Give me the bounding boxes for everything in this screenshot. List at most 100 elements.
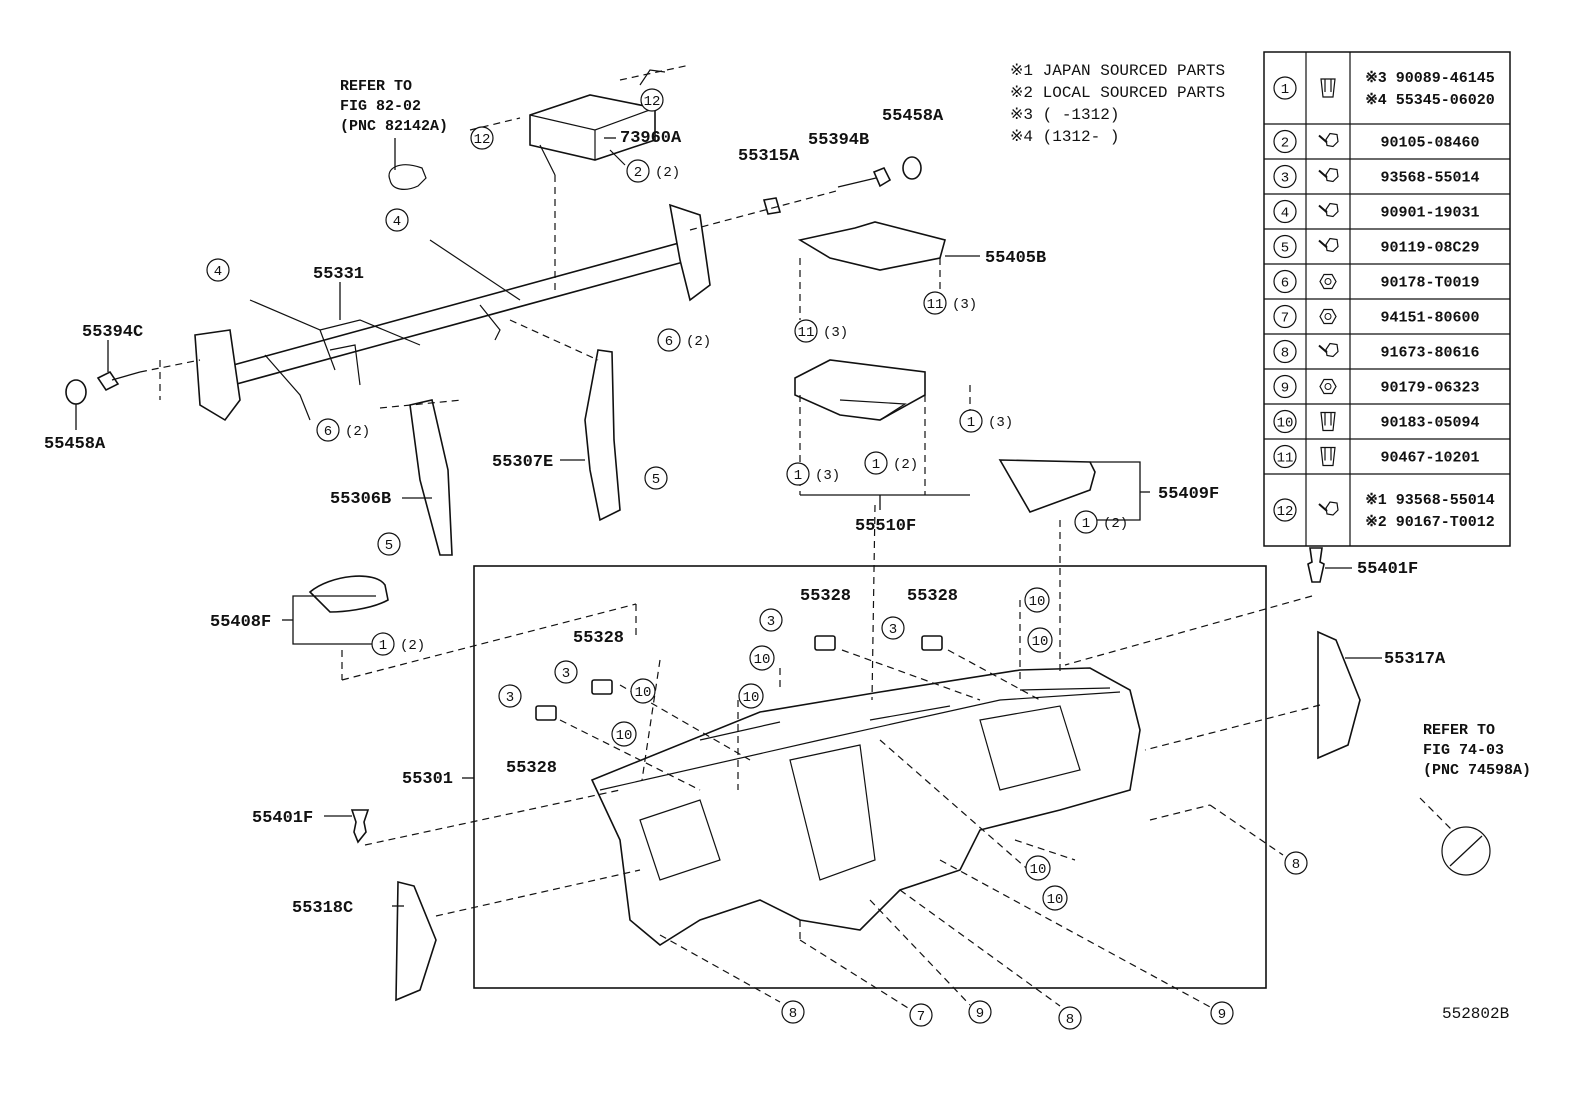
svg-text:(2): (2)	[1103, 516, 1128, 532]
table-callout-number: 6	[1281, 276, 1289, 292]
table-part-number: 90901-19031	[1380, 205, 1479, 222]
clip-icon	[1320, 446, 1336, 467]
table-part-number: ※2 90167-T0012	[1365, 514, 1495, 531]
table-part-number: 91673-80616	[1380, 345, 1479, 362]
note-1: ※1 JAPAN SOURCED PARTS	[1010, 62, 1225, 80]
clip-icon	[1320, 78, 1336, 98]
svg-text:8: 8	[1066, 1012, 1074, 1028]
callout-3[interactable]: 3	[759, 608, 783, 632]
callout-10[interactable]: 10	[738, 683, 764, 709]
svg-text:(3): (3)	[815, 468, 840, 484]
label-55328-a[interactable]: 55328	[573, 629, 624, 648]
svg-text:6: 6	[324, 424, 332, 440]
callout-10[interactable]: 10	[1027, 627, 1053, 653]
label-55301[interactable]: 55301	[402, 770, 453, 789]
callout-2[interactable]: 2(2)	[626, 159, 680, 183]
reference-fig-82-02[interactable]: REFER TO FIG 82-02 (PNC 82142A)	[340, 78, 448, 190]
label-55328-c[interactable]: 55328	[907, 587, 958, 606]
callout-1[interactable]: 1(2)	[371, 632, 425, 656]
table-part-number: 90178-T0019	[1380, 275, 1479, 292]
callout-1[interactable]: 1 (2)	[1074, 510, 1128, 534]
label-55401F-right[interactable]: 55401F	[1357, 560, 1418, 579]
callout-12[interactable]: 12	[640, 88, 664, 112]
table-callout-number: 5	[1281, 241, 1289, 257]
callout-5[interactable]: 5	[377, 532, 401, 556]
callout-7[interactable]: 7	[909, 1003, 933, 1027]
svg-text:1: 1	[794, 468, 802, 484]
callout-8[interactable]: 8	[1284, 851, 1308, 875]
table-callout-number: 3	[1281, 171, 1289, 187]
label-55307E[interactable]: 55307E	[492, 453, 553, 472]
label-55306B[interactable]: 55306B	[330, 490, 391, 509]
callout-5[interactable]: 5	[644, 466, 668, 490]
svg-text:11: 11	[798, 325, 815, 341]
callout-10[interactable]: 10	[630, 678, 656, 704]
leader-lines	[139, 64, 1453, 1009]
clip-55401F-left	[350, 809, 370, 844]
callout-10[interactable]: 10	[1042, 885, 1068, 911]
reference-fig-74-03[interactable]: REFER TO FIG 74-03 (PNC 74598A)	[1423, 722, 1531, 876]
svg-text:1: 1	[872, 457, 880, 473]
callout-1[interactable]: 1(2)	[864, 451, 918, 475]
callout-11[interactable]: 11(3)	[794, 319, 848, 343]
label-73960A[interactable]: 73960A	[620, 129, 682, 148]
callout-8[interactable]: 8	[1058, 1006, 1082, 1030]
label-55331[interactable]: 55331	[313, 265, 364, 284]
label-55408F[interactable]: 55408F	[210, 613, 271, 632]
callout-12[interactable]: 12	[470, 126, 494, 150]
label-55510F[interactable]: 55510F	[855, 517, 916, 536]
label-55317A[interactable]: 55317A	[1384, 650, 1446, 669]
side-panel-55318C	[395, 880, 437, 1002]
callout-4[interactable]: 4	[385, 208, 409, 232]
clip-55315A	[762, 197, 782, 215]
callout-8[interactable]: 8	[781, 1000, 805, 1024]
label-55394C[interactable]: 55394C	[82, 323, 143, 342]
callout-11[interactable]: 11(3)	[923, 291, 977, 315]
label-55458A-left[interactable]: 55458A	[44, 435, 106, 454]
label-55328-d[interactable]: 55328	[506, 759, 557, 778]
callouts: 12 12 2(2) 4 4 6(2) 6(2) 5 5 11(3) 11(3)…	[206, 88, 1308, 1030]
duct-55510F	[794, 359, 926, 421]
label-55458A-top[interactable]: 55458A	[882, 107, 944, 126]
svg-text:12: 12	[644, 94, 661, 110]
callout-1[interactable]: 1 (3)	[786, 462, 840, 486]
bolt-icon	[1318, 167, 1339, 183]
callout-4[interactable]: 4	[206, 258, 230, 282]
label-55405B[interactable]: 55405B	[985, 249, 1046, 268]
callout-10[interactable]: 10	[1025, 855, 1051, 881]
instrument-panel-55301	[590, 667, 1141, 946]
svg-text:1: 1	[379, 638, 387, 654]
callout-9[interactable]: 9	[1210, 1001, 1234, 1025]
cover-55405B	[797, 221, 946, 271]
clip-55401F-right	[1307, 547, 1325, 583]
label-55328-b[interactable]: 55328	[800, 587, 851, 606]
label-55401F-left[interactable]: 55401F	[252, 809, 313, 828]
callout-6[interactable]: 6(2)	[316, 418, 370, 442]
callout-10[interactable]: 10	[749, 645, 775, 671]
ref1-line3: (PNC 82142A)	[340, 118, 448, 135]
callout-9[interactable]: 9	[968, 1000, 992, 1024]
callout-3[interactable]: 3	[498, 684, 522, 708]
callout-10[interactable]: 10	[1024, 587, 1050, 613]
bolt-icon	[1318, 501, 1339, 516]
callout-1[interactable]: 1(3)	[959, 409, 1013, 433]
label-55318C[interactable]: 55318C	[292, 899, 353, 918]
callout-3[interactable]: 3	[881, 616, 905, 640]
svg-text:3: 3	[889, 622, 897, 638]
label-55315A[interactable]: 55315A	[738, 147, 800, 166]
callout-6[interactable]: 6(2)	[657, 328, 711, 352]
label-55394B[interactable]: 55394B	[808, 131, 869, 150]
svg-text:2: 2	[634, 165, 642, 181]
label-55409F[interactable]: 55409F	[1158, 485, 1219, 504]
table-part-number: 90183-05094	[1380, 415, 1479, 432]
table-part-number: ※4 55345-06020	[1365, 92, 1495, 109]
svg-text:1: 1	[1082, 516, 1090, 532]
callout-3[interactable]: 3	[554, 660, 578, 684]
callout-10[interactable]: 10	[611, 721, 637, 747]
retainer-55328-a	[535, 705, 557, 721]
